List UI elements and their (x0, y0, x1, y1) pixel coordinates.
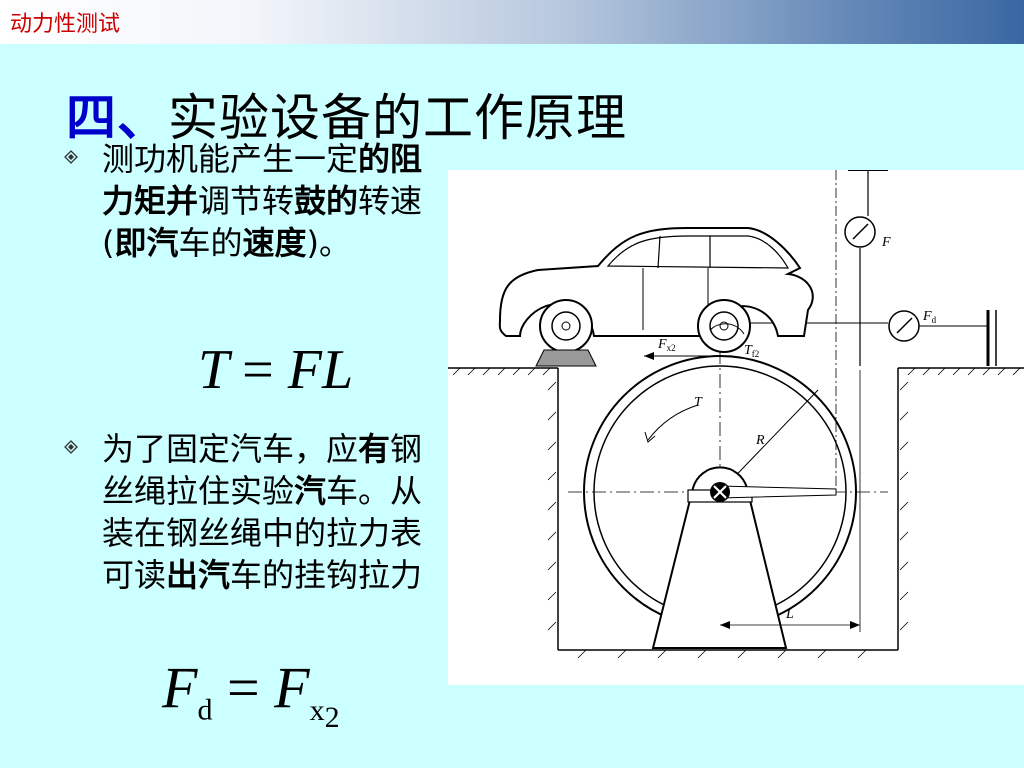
formula-hook-lhs-sub: d (197, 693, 213, 727)
bullet-text: 为了固定汽车，应有钢丝绳拉住实验汽车。从装在钢丝绳中的拉力表可读出汽车的挂钩拉力 (102, 428, 434, 596)
drum-pedestal (651, 170, 837, 649)
bullet-text-part: 车。从装在钢丝绳中的拉力表可读 (102, 472, 423, 594)
ground-surface (448, 367, 1024, 651)
slide-title: 四、实验设备的工作原理 (66, 78, 627, 150)
force-gauge-fd (726, 310, 997, 366)
formula-torque-rhs: FL (287, 339, 354, 401)
bullet-item: 测功机能产生一定的阻力矩并调节转鼓的转速(即汽车的速度)。 (64, 138, 434, 264)
header-title: 动力性测试 (10, 12, 121, 37)
bullet-text-part: 转速( (102, 182, 423, 262)
formula-hook-rhs: F (274, 655, 310, 720)
bullet-text-bold-part: 速度 (242, 224, 307, 262)
bullet-text-part: 钢丝绳拉住实验 (102, 430, 423, 510)
wheel-chock (535, 349, 597, 367)
bullet-text-part: 为了固定汽车，应 (102, 430, 359, 468)
bullet-text-bold-part: 的阻力矩并 (102, 140, 423, 220)
label-l: L (785, 607, 794, 622)
label-tf2: Tf2 (744, 343, 759, 359)
bullet-text-bold-part: 鼓的 (294, 182, 359, 220)
formula-hook-force: Fd = Fx2 (162, 654, 340, 735)
bullet-text: 测功机能产生一定的阻力矩并调节转鼓的转速(即汽车的速度)。 (102, 138, 434, 264)
bullet-text-part: 车的挂钩拉力 (230, 556, 423, 594)
ground-hatching (452, 367, 1021, 659)
formula-hook-lhs: F (162, 655, 198, 720)
formula-torque-eq: = (242, 339, 274, 401)
bullet-item: 为了固定汽车，应有钢丝绳拉住实验汽车。从装在钢丝绳中的拉力表可读出汽车的挂钩拉力 (64, 428, 434, 596)
diamond-bullet-icon (64, 150, 78, 164)
bullet-text-bold-part: 即汽 (114, 224, 179, 262)
bullet-text-bold-part: 出汽 (166, 556, 231, 594)
slide-title-main: 实验设备的工作原理 (168, 89, 627, 147)
bullet-text-part: 测功机能产生一定 (102, 140, 359, 178)
formula-hook-eq: = (226, 655, 260, 720)
lever-length-dimension (720, 370, 861, 632)
bullet-text-part: )。 (306, 224, 352, 262)
bullet-text-part: 调节转 (198, 182, 295, 220)
label-t: T (694, 395, 703, 410)
dynamometer-diagram: F Fd Fx2 Tf2 T R L (448, 170, 1024, 685)
resistance-force-arrows (644, 323, 745, 360)
label-f: F (881, 235, 891, 250)
slide-title-prefix: 四、 (66, 89, 168, 147)
bullet-text-part: 车的 (178, 224, 243, 262)
formula-torque-lhs: T (198, 339, 229, 401)
force-gauge-f (844, 170, 888, 366)
header-bar: 动力性测试 (0, 0, 1024, 44)
label-fx2: Fx2 (657, 337, 676, 353)
diamond-bullet-icon (64, 440, 78, 454)
dynamometer-diagram-svg: F Fd Fx2 Tf2 T R L (448, 170, 1024, 659)
label-r: R (755, 433, 765, 448)
label-fd: Fd (922, 309, 937, 325)
bullet-text-bold-part: 有 (358, 430, 391, 468)
bullet-text-bold-part: 汽 (294, 472, 327, 510)
formula-torque: T = FL (198, 338, 353, 402)
front-wheel (539, 299, 593, 353)
formula-hook-rhs-sub: x2 (309, 693, 340, 734)
rear-wheel (697, 299, 751, 353)
